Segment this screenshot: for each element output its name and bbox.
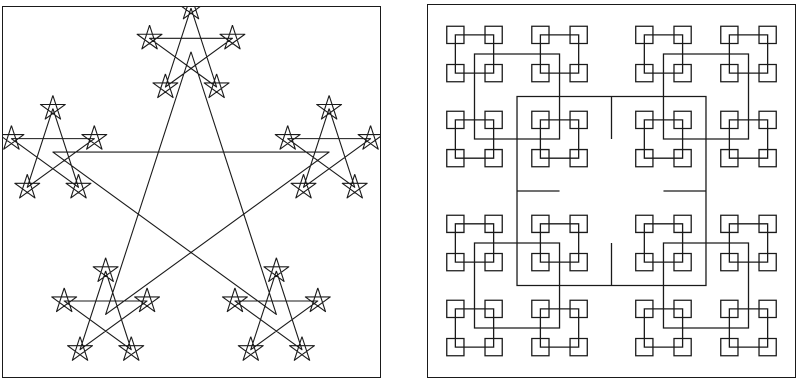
pentagram-fractal-path: [3, 7, 380, 360]
square-fractal-panel: [427, 4, 796, 378]
square-fractal-path: [447, 26, 776, 356]
pentagram-fractal-figure: [3, 7, 380, 377]
square-fractal-figure: [428, 5, 795, 377]
pentagram-fractal-panel: [2, 6, 381, 378]
